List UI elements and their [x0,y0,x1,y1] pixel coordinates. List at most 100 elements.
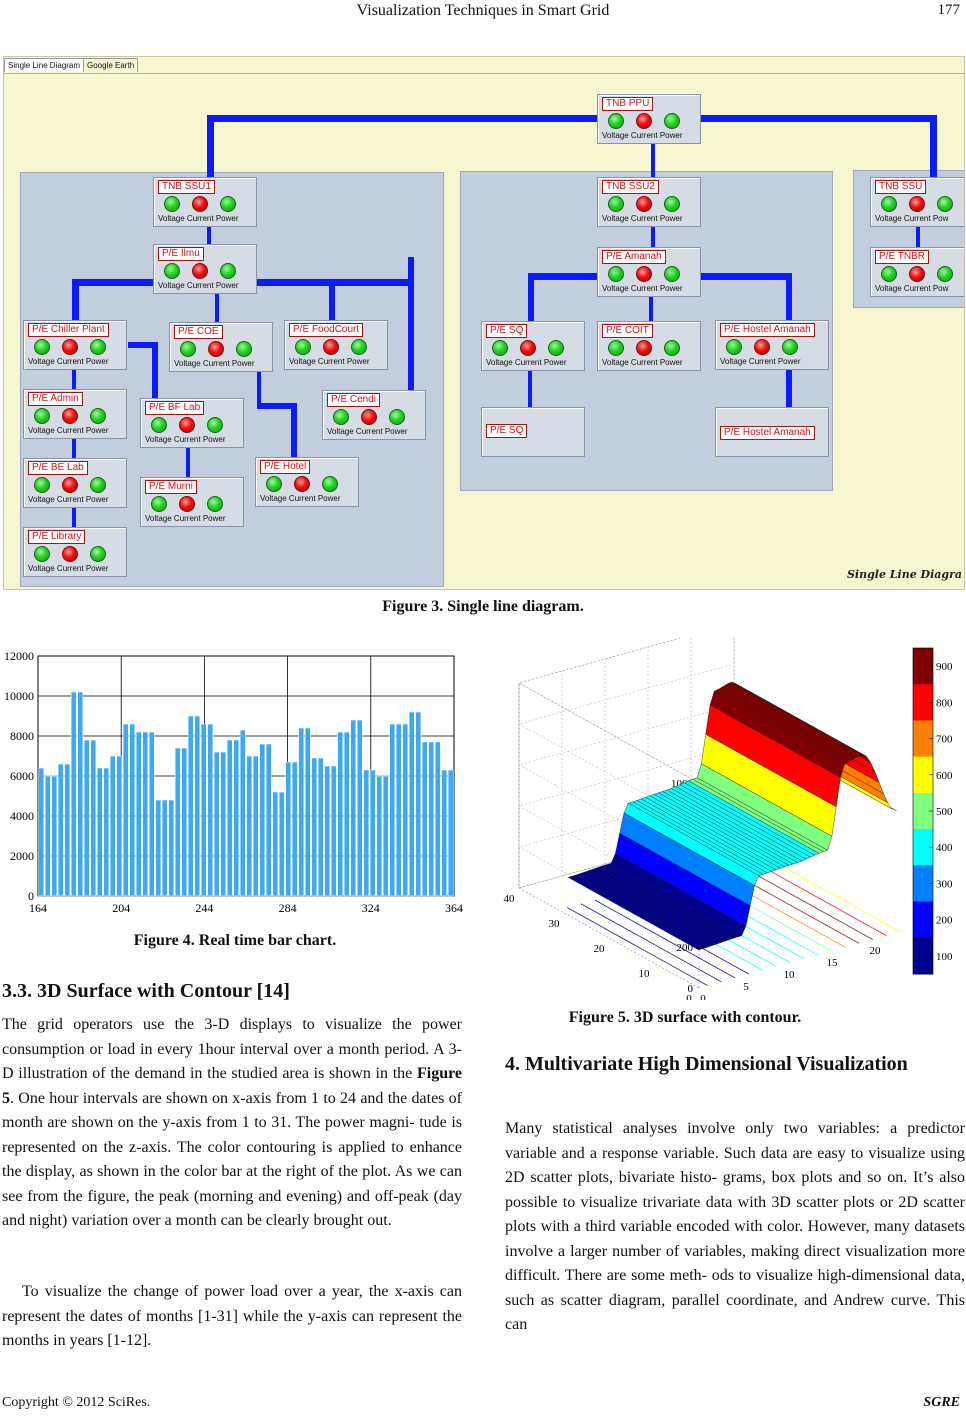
node-label: TNB PPU [602,97,654,111]
node-pe-chiller-plant[interactable]: P/E Chiller Plant Voltage Current Power [23,320,127,370]
colorbar-tick-label: 400 [936,842,953,854]
bus-line [651,139,655,179]
bus-line [257,369,261,407]
bar [369,769,376,897]
node-pe-bf-lab[interactable]: P/E BF Lab Voltage Current Power [140,398,244,448]
bus-line [128,342,158,348]
status-lights [608,113,698,129]
node-tnb-ppu[interactable]: TNB PPU Voltage Current Power [597,94,701,144]
z-gridline [518,663,735,825]
node-pe-sq[interactable]: P/E SQ Voltage Current Power [481,321,585,371]
bar [246,755,253,897]
node-tnb-ssu[interactable]: TNB SSU Voltage Current Pow [870,177,964,227]
z-tick-label: 0 [688,983,694,995]
node-pe-library[interactable]: P/E Library Voltage Current Power [23,527,127,577]
node-pe-coit[interactable]: P/E COIT Voltage Current Power [597,321,701,371]
status-lights [881,266,964,282]
node-tnb-ssu2[interactable]: TNB SSU2 Voltage Current Power [597,177,701,227]
status-lights [608,266,698,282]
bar [311,757,318,897]
bar [330,765,337,897]
contour-line [567,907,708,986]
bar [103,767,110,897]
status-lights [333,409,423,425]
colorbar-segment [913,937,933,975]
bar [116,755,123,897]
bar [441,769,448,897]
surface-contour-chart: 0200400600800100005101520250102030401002… [504,638,953,1000]
node-metrics: Voltage Current Power [720,357,801,366]
node-pe-hotel[interactable]: P/E Hotel Voltage Current Power [255,457,359,507]
node-label: P/E Chiller Plant [28,323,109,337]
bus-line [930,115,937,177]
bus-line [651,225,655,249]
bar [434,741,441,897]
y-tick-label: 4000 [10,809,34,823]
node-pe-hostel-amanah-meter[interactable]: P/E Hostel Amanah [715,407,829,457]
colorbar-segment [913,829,933,866]
x-tick-label: 204 [112,901,130,915]
node-tnb-ssu1[interactable]: TNB SSU1 Voltage Current Power [153,177,257,227]
bar [161,799,168,897]
bus-line [786,273,792,321]
node-label: P/E TNBR [875,250,929,264]
x-tick-label: 324 [362,901,380,915]
bar [109,755,116,897]
figure5-caption: Figure 5. 3D surface with contour. [568,1009,802,1026]
y-tick-label: 40 [504,893,516,905]
bar [226,739,233,897]
bar [51,775,58,897]
bar [122,723,129,897]
node-pe-be-lab[interactable]: P/E BE Lab Voltage Current Power [23,458,127,508]
node-pe-admin[interactable]: P/E Admin Voltage Current Power [23,389,127,439]
node-metrics: Voltage Current Power [486,358,567,367]
status-lights [295,339,385,355]
footer-copyright: Copyright © 2012 SciRes. [2,1395,151,1410]
node-pe-hostel-amanah[interactable]: P/E Hostel Amanah Voltage Current Power [715,320,829,370]
bar [220,751,227,897]
bar [395,723,402,897]
node-metrics: Voltage Current Power [145,435,226,444]
x-tick-label: 0 [700,993,706,1000]
status-lights [726,339,816,355]
bar [90,739,97,897]
bar [324,765,331,897]
node-pe-murni[interactable]: P/E Murni Voltage Current Power [140,477,244,527]
contour-line [580,903,722,983]
bar [38,767,45,897]
figure4-caption: Figure 4. Real time bar chart. [133,932,337,949]
node-metrics: Voltage Current Power [327,427,408,436]
status-lights [164,263,254,279]
bus-line [329,279,335,323]
bus-line [186,447,190,477]
tab-single-line-diagram[interactable]: Single Line Diagram [4,58,85,72]
tab-google-earth[interactable]: Google Earth [83,58,139,72]
node-label: P/E BE Lab [28,461,88,475]
colorbar-tick-label: 100 [936,951,953,963]
bar [291,761,298,897]
status-lights [34,477,124,493]
bar [363,769,370,897]
node-pe-ilmu[interactable]: P/E Ilmu Voltage Current Power [153,244,257,294]
node-pe-tnbr[interactable]: P/E TNBR Voltage Current Pow [870,247,964,297]
x-tick-label: 10 [784,969,796,981]
node-label: TNB SSU [875,180,927,194]
bar [356,719,363,897]
node-metrics: Voltage Current Power [28,495,109,504]
diagram-watermark: Single Line Diagra [846,568,962,581]
bar [259,743,266,897]
bus-line [649,297,653,323]
bus-line [215,293,219,323]
node-pe-foodcourt[interactable]: P/E FoodCourt Voltage Current Power [284,320,388,370]
paragraph-text: . One hour intervals are shown on x-axis… [2,1089,462,1230]
node-pe-amanah[interactable]: P/E Amanah Voltage Current Power [597,247,701,297]
bar [64,763,71,897]
node-metrics: Voltage Current Power [28,426,109,435]
node-label: P/E Library [28,530,86,544]
node-pe-coe[interactable]: P/E COE Voltage Current Power [169,322,273,372]
section-4-heading: 4. Multivariate High Dimensional Visuali… [505,1053,908,1075]
bus-line [72,507,76,527]
node-pe-cendi[interactable]: P/E Cendi Voltage Current Power [322,390,426,440]
node-pe-sq-meter[interactable]: P/E SQ [481,407,585,457]
bar [213,751,220,897]
